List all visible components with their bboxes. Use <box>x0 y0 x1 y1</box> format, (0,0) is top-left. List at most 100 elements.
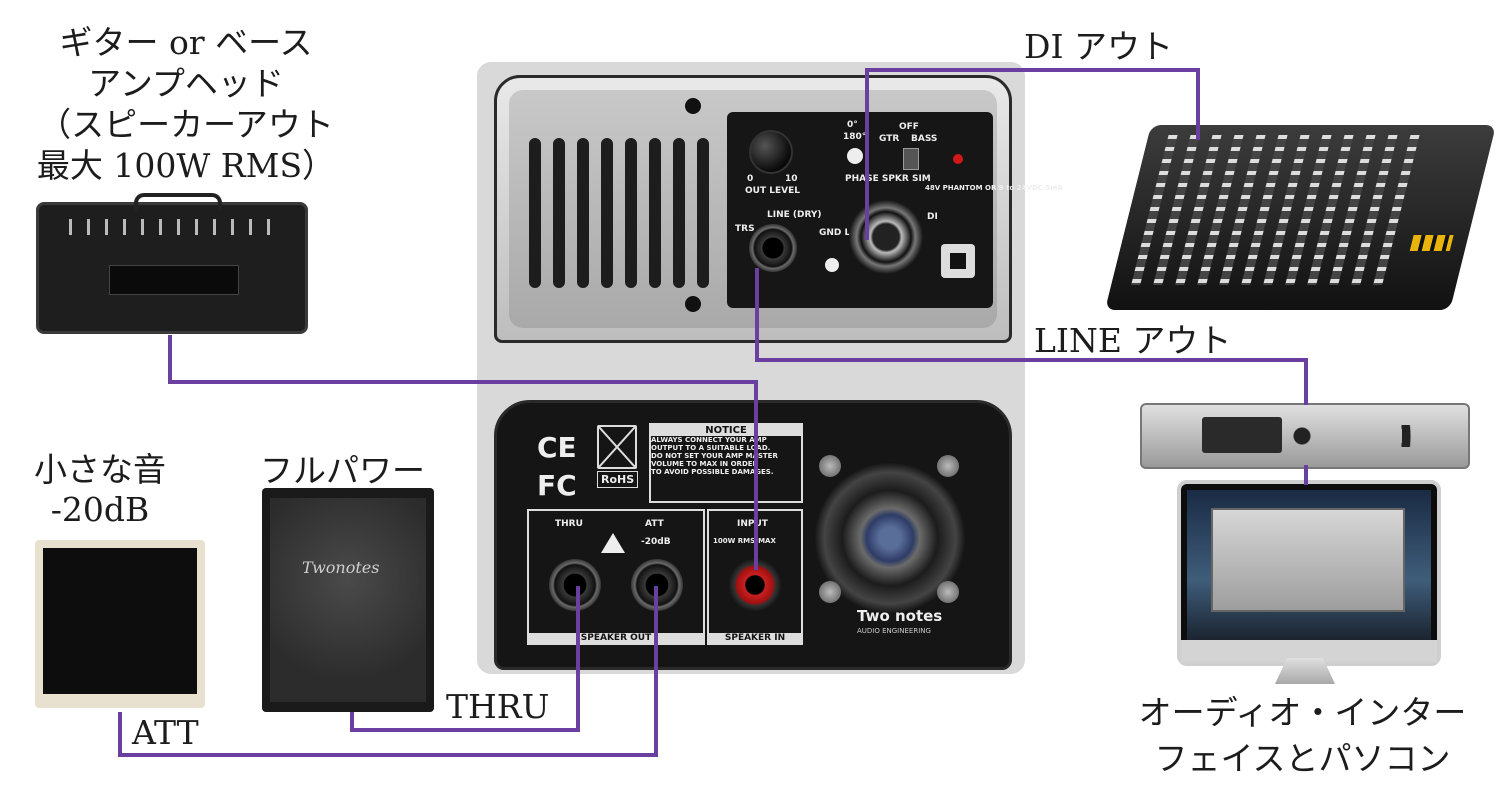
amp-logo-plate <box>109 265 239 295</box>
brand-subtitle: AUDIO ENGINEERING <box>857 627 931 635</box>
speaker-in-label: SPEAKER IN <box>709 633 801 643</box>
device-top-inner: 0 10 OUT LEVEL 0° 180° OFF GTR BASS PHAS… <box>509 90 1063 328</box>
full-power-label: フルパワー <box>260 451 425 490</box>
screw-bottom-left <box>685 296 701 312</box>
thru-label: THRU <box>446 687 550 726</box>
weee-bin-icon <box>597 425 637 469</box>
notice-line: VOLUME TO MAX IN ORDER <box>651 460 758 468</box>
amp-head-image <box>36 193 308 334</box>
wire-thru-to-full-cab <box>350 586 580 732</box>
interface-pc-line1: オーディオ・インター <box>1138 693 1467 732</box>
full-cabinet-grill <box>270 498 426 702</box>
di-out-label: DI アウト <box>1024 27 1173 66</box>
phase-switch[interactable] <box>847 148 863 164</box>
line-dry-label: LINE (DRY) <box>767 210 822 220</box>
notice-box: NOTICE ALWAYS CONNECT YOUR AMP OUTPUT TO… <box>649 423 803 503</box>
device-bottom-panel: CE FC RoHS NOTICE ALWAYS CONNECT YOUR AM… <box>494 400 1012 670</box>
notice-line: OUTPUT TO A SUITABLE LOAD. <box>651 444 771 452</box>
full-cabinet-image: Twonotes <box>262 488 434 712</box>
gnd-lift-label: GND LIFT <box>819 228 866 238</box>
spkr-off-label: OFF <box>899 122 919 132</box>
vent-slot <box>553 138 565 288</box>
wire-line-out <box>755 268 1308 405</box>
vent-slot <box>649 138 661 288</box>
rohs-mark: RoHS <box>597 471 639 488</box>
wire-amp-to-speaker-in <box>168 335 758 570</box>
input-label: INPUT <box>737 519 768 529</box>
daw-plugin-window <box>1211 508 1405 612</box>
gnd-lift-switch[interactable] <box>825 258 839 272</box>
fc-mark: FC <box>537 469 577 502</box>
di-control-panel: 0 10 OUT LEVEL 0° 180° OFF GTR BASS PHAS… <box>727 112 1063 308</box>
speaker-out-box: THRU ATT -20dB SPEAKER OUT <box>527 509 705 645</box>
line-out-jack[interactable] <box>749 224 797 272</box>
knob-min-label: 0 <box>747 174 754 184</box>
amp-handle <box>134 193 222 211</box>
phase-option-0: 0° <box>847 120 858 130</box>
vent-slot <box>529 138 541 288</box>
device-top-panel: 0 10 OUT LEVEL 0° 180° OFF GTR BASS PHAS… <box>494 75 1063 343</box>
brand-logo: Two notes <box>857 607 943 625</box>
amp-head-label: ギター or ベース アンプヘッド （スピーカーアウト 最大 100W RMS） <box>6 22 366 186</box>
cabinet-brand-script: Twonotes <box>302 558 380 577</box>
att-jack-label: ATT <box>645 519 664 529</box>
att-db-label: -20dB <box>641 537 671 547</box>
interface-pc-line2: フェイスとパソコン <box>1154 739 1451 778</box>
fan-screw <box>819 455 841 477</box>
interface-pc-label: オーディオ・インター フェイスとパソコン <box>1105 690 1500 782</box>
notice-line: TO AVOID POSSIBLE DAMAGES. <box>651 468 774 476</box>
phase-spkr-sim-label: PHASE SPKR SIM <box>845 174 931 184</box>
phantom-label: 48V PHANTOM OR 9 to 24VDC 5mA <box>925 184 1063 192</box>
small-cabinet-image <box>35 540 205 708</box>
out-level-label: OUT LEVEL <box>745 186 800 196</box>
dc-power-jack[interactable] <box>941 244 975 278</box>
spkr-gtr-label: GTR <box>879 134 900 144</box>
power-led <box>953 154 963 164</box>
speaker-out-label: SPEAKER OUT <box>529 633 703 643</box>
phase-option-180: 180° <box>843 132 867 142</box>
small-sound-label: 小さな音 -20dB <box>20 450 180 530</box>
spkr-sim-switch[interactable] <box>903 148 919 170</box>
knob-max-label: 10 <box>785 174 798 184</box>
thru-jack[interactable] <box>549 559 601 611</box>
thru-jack-label: THRU <box>555 519 583 529</box>
vent-slot <box>625 138 637 288</box>
wire-att-to-small-cab <box>118 586 658 757</box>
di-label: DI <box>927 212 938 222</box>
vent-slot <box>673 138 685 288</box>
amp-head-label-line3: （スピーカーアウト <box>38 105 334 144</box>
fan-screw <box>937 455 959 477</box>
xlr-di-jack[interactable] <box>849 200 923 274</box>
vent-slot <box>697 138 709 288</box>
warning-icon <box>601 533 625 553</box>
notice-title: NOTICE <box>651 425 801 436</box>
vent-slot <box>601 138 613 288</box>
amp-head-label-line4: 最大 100W RMS） <box>36 146 336 185</box>
small-cabinet-grill <box>43 548 197 694</box>
vent-slot <box>577 138 589 288</box>
out-level-knob[interactable] <box>749 130 793 174</box>
amp-head-label-line1: ギター or ベース <box>59 23 313 62</box>
att-label: ATT <box>132 713 199 752</box>
small-sound-line1: 小さな音 <box>34 450 166 489</box>
fan-screw <box>937 581 959 603</box>
notice-line: ALWAYS CONNECT YOUR AMP <box>651 436 767 444</box>
interface-knobs <box>1292 425 1412 447</box>
fan-screw <box>819 581 841 603</box>
computer-chin <box>1181 640 1437 662</box>
small-sound-line2: -20dB <box>50 490 150 529</box>
screw-top-left <box>685 98 701 114</box>
input-rating-label: 100W RMS-MAX <box>713 537 776 545</box>
amp-head-label-line2: アンプヘッド <box>88 64 284 103</box>
trs-label: TRS <box>735 224 755 234</box>
amp-control-row <box>69 219 279 235</box>
ce-mark: CE <box>537 431 577 464</box>
line-out-label: LINE アウト <box>1034 321 1232 360</box>
interface-front-panel <box>1202 417 1282 453</box>
computer-screen <box>1187 490 1431 640</box>
spkr-bass-label: BASS <box>911 134 938 144</box>
wire-di-out <box>865 68 1200 240</box>
notice-line: DO NOT SET YOUR AMP MASTER <box>651 452 778 460</box>
computer-image <box>1177 480 1441 666</box>
